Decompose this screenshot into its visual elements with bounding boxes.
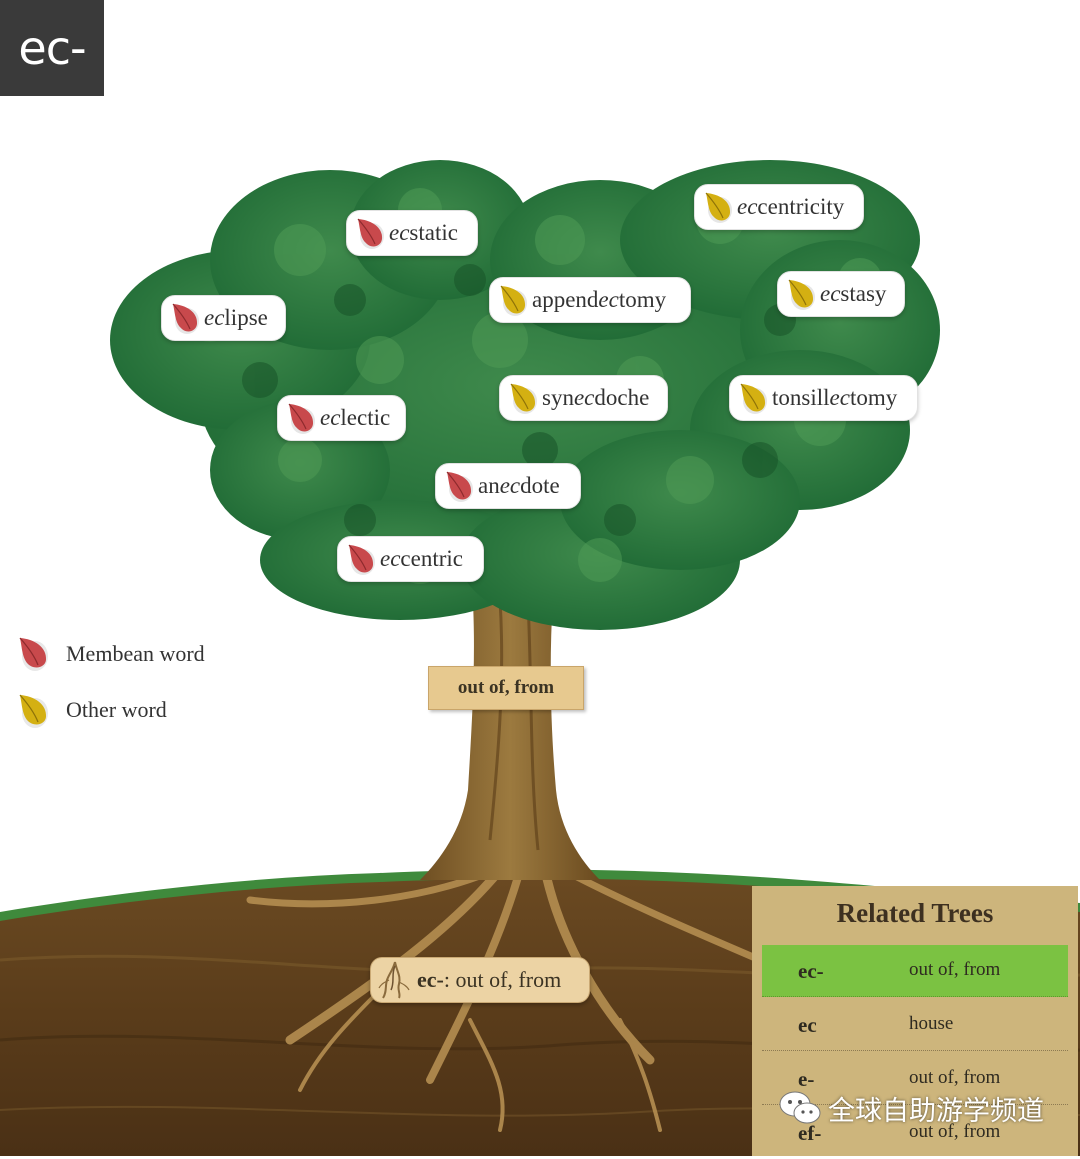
- leaf-icon: [288, 403, 315, 434]
- leaf-icon: [705, 192, 732, 223]
- word-post: lectic: [340, 405, 391, 430]
- leaf-icon: [348, 544, 375, 575]
- word-root-highlight: ec: [820, 281, 841, 306]
- word-text: synecdoche: [542, 385, 649, 411]
- leaf-icon: [740, 383, 767, 414]
- word-eclectic[interactable]: eclectic: [277, 395, 406, 441]
- word-tonsillectomy[interactable]: tonsillectomy: [729, 375, 918, 421]
- leaf-icon: [788, 279, 815, 310]
- word-root-highlight: ec: [598, 287, 619, 312]
- word-post: centricity: [757, 194, 845, 219]
- word-pre: tonsill: [772, 385, 830, 410]
- word-root-highlight: ec: [389, 220, 410, 245]
- word-root-highlight: ec: [320, 405, 341, 430]
- root-label[interactable]: ec-: out of, from: [370, 957, 590, 1003]
- word-text: eccentric: [380, 546, 463, 572]
- word-post: dote: [520, 473, 560, 498]
- related-row-ec[interactable]: ec house: [762, 999, 1068, 1051]
- word-post: doche: [594, 385, 650, 410]
- word-text: eccentricity: [737, 194, 844, 220]
- word-pre: append: [532, 287, 599, 312]
- word-eccentricity[interactable]: eccentricity: [694, 184, 864, 230]
- membean-leaf-icon: [19, 637, 48, 671]
- related-row-e[interactable]: e- out of, from: [762, 1053, 1068, 1105]
- related-root: e-: [798, 1067, 815, 1091]
- related-meaning: out of, from: [909, 959, 1001, 980]
- related-root: ec: [798, 1013, 817, 1037]
- leaf-icon: [446, 471, 473, 502]
- word-synecdoche[interactable]: synecdoche: [499, 375, 668, 421]
- word-text: eclipse: [204, 305, 268, 331]
- word-post: tomy: [849, 385, 898, 410]
- word-text: ecstasy: [820, 281, 886, 307]
- leaf-icon: [500, 285, 527, 316]
- grass: [0, 869, 1080, 921]
- related-root: ef-: [798, 1121, 822, 1145]
- word-root-highlight: ec: [573, 385, 595, 410]
- word-eclipse[interactable]: eclipse: [161, 295, 286, 341]
- word-ecstatic[interactable]: ecstatic: [346, 210, 478, 256]
- word-post: tomy: [618, 287, 667, 312]
- trunk: [420, 560, 600, 880]
- related-meaning: out of, from: [909, 1121, 1001, 1142]
- word-ecstasy[interactable]: ecstasy: [777, 271, 905, 317]
- leaf-icon: [172, 303, 199, 334]
- page-title: ec-: [0, 0, 104, 96]
- word-root-highlight: ec: [737, 194, 758, 219]
- trunk-meaning-sign: out of, from: [428, 666, 584, 710]
- related-row-ef[interactable]: ef- out of, from: [762, 1107, 1068, 1159]
- legend-membean-label: Membean word: [66, 641, 205, 666]
- related-row-ec-dash[interactable]: ec- out of, from: [762, 945, 1068, 997]
- word-text: appendectomy: [532, 287, 666, 313]
- leaf-icon: [510, 383, 537, 414]
- word-root-highlight: ec: [829, 385, 850, 410]
- word-eccentric[interactable]: eccentric: [337, 536, 484, 582]
- word-text: eclectic: [320, 405, 390, 431]
- word-post: static: [409, 220, 458, 245]
- other-leaf-icon: [19, 694, 48, 728]
- word-appendectomy[interactable]: appendectomy: [489, 277, 691, 323]
- related-meaning: house: [909, 1013, 954, 1034]
- word-post: centric: [400, 546, 463, 571]
- root-prefix: ec-: [417, 967, 444, 992]
- word-text: anecdote: [478, 473, 560, 499]
- word-root-highlight: ec: [499, 473, 521, 498]
- word-post: stasy: [840, 281, 887, 306]
- word-text: tonsillectomy: [772, 385, 897, 411]
- related-root: ec-: [798, 959, 824, 983]
- legend-other-label: Other word: [66, 697, 167, 722]
- word-anecdote[interactable]: anecdote: [435, 463, 581, 509]
- related-meaning: out of, from: [909, 1067, 1001, 1088]
- root-meaning: out of, from: [449, 967, 562, 992]
- word-pre: an: [478, 473, 500, 498]
- word-text: ecstatic: [389, 220, 458, 246]
- related-trees-panel: Related Trees ec- out of, from ec house …: [752, 886, 1078, 1156]
- word-post: lipse: [224, 305, 268, 330]
- root-icon: [378, 961, 410, 999]
- root-separator: :: [443, 967, 450, 992]
- leaf-icon: [357, 218, 384, 249]
- word-root-highlight: ec: [380, 546, 401, 571]
- related-trees-title: Related Trees: [836, 898, 994, 928]
- word-pre: syn: [542, 385, 574, 410]
- word-root-highlight: ec: [204, 305, 225, 330]
